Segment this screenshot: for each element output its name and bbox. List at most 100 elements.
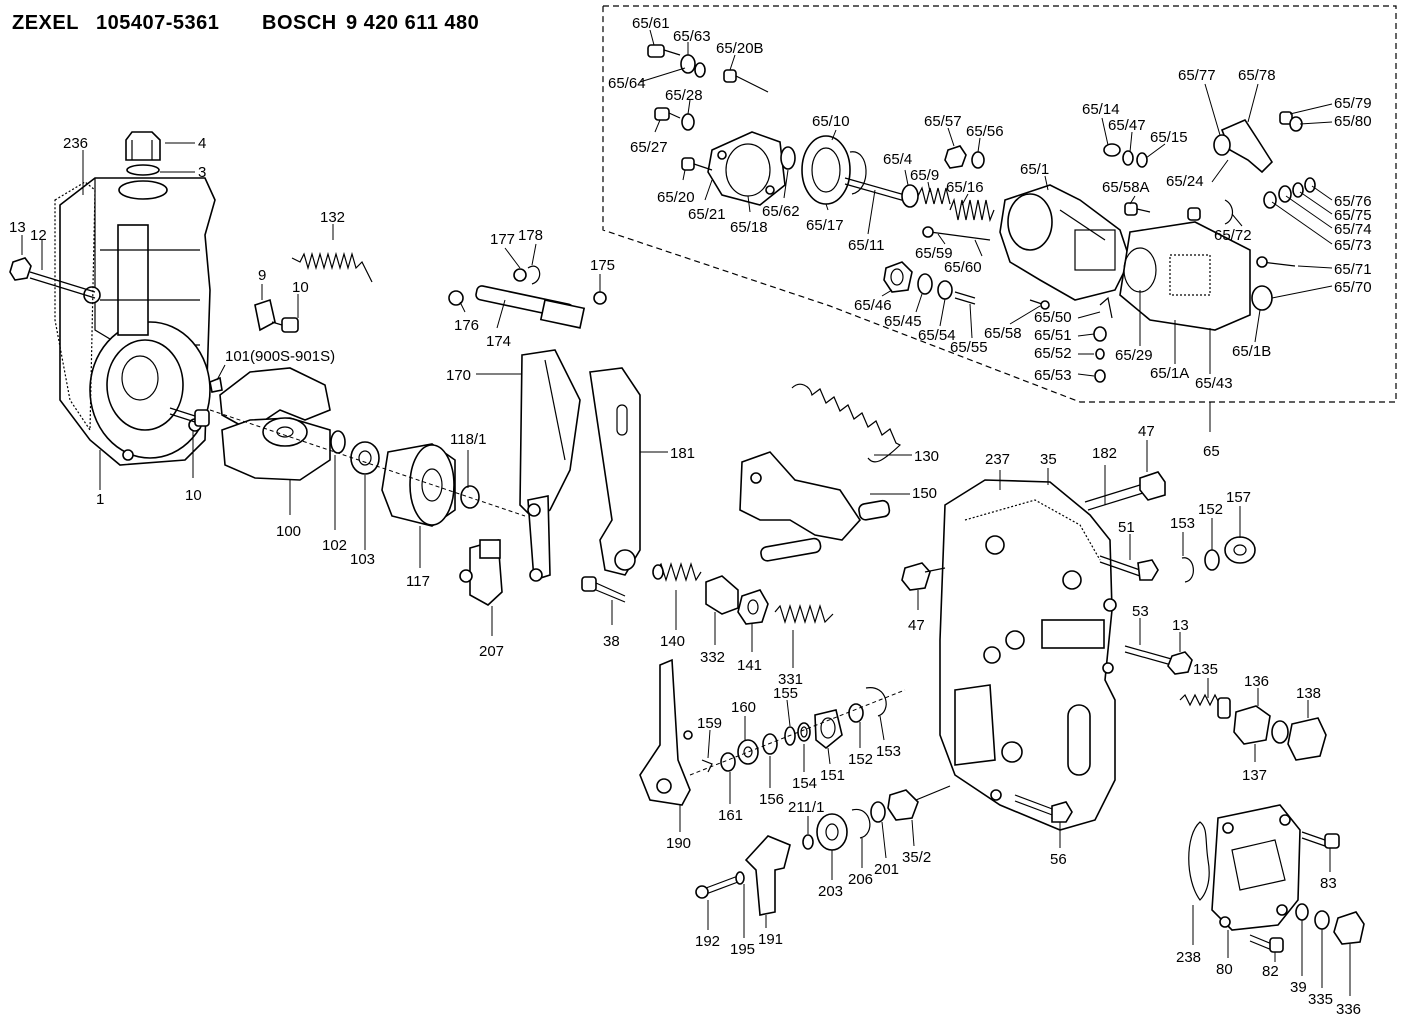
label-51: 51: [1118, 519, 1135, 536]
label-65-58A: 65/58A: [1102, 179, 1150, 196]
label-65-16: 65/16: [946, 179, 984, 196]
label-65-52: 65/52: [1034, 345, 1072, 362]
label-331: 331: [778, 671, 803, 688]
label-203: 203: [818, 883, 843, 900]
washer-65-28: [681, 113, 695, 131]
label-191: 191: [758, 931, 783, 948]
label-10-lower: 10: [185, 487, 202, 504]
label-102: 102: [322, 537, 347, 554]
label-82: 82: [1262, 963, 1279, 980]
lever-65-24: [1220, 118, 1274, 174]
washer-195: [735, 871, 745, 885]
clip-178: [527, 265, 541, 285]
label-335: 335: [1308, 991, 1333, 1008]
screw-65-58: [1029, 299, 1050, 310]
washer-65-47: [1122, 150, 1134, 166]
assembly-65-boundary: [602, 5, 1397, 403]
label-174: 174: [486, 333, 511, 350]
nut-332: [705, 575, 739, 615]
label-65-78: 65/78: [1238, 67, 1276, 84]
label-65-55: 65/55: [950, 339, 988, 356]
o-ring-201: [870, 801, 886, 823]
label-195: 195: [730, 941, 755, 958]
plug-47-lower: [901, 562, 946, 591]
label-65-70: 65/70: [1334, 279, 1372, 296]
label-65-79: 65/79: [1334, 95, 1372, 112]
tension-lever-150: [739, 451, 891, 562]
housing-oil-port: [118, 180, 168, 200]
label-152-left: 152: [848, 751, 873, 768]
label-65-73: 65/73: [1334, 237, 1372, 254]
label-141: 141: [737, 657, 762, 674]
washer-65-45: [917, 273, 933, 295]
spring-65-9: [917, 186, 951, 205]
washer-65-75: [1292, 182, 1304, 198]
screw-65-55: [954, 291, 976, 305]
label-65-28: 65/28: [665, 87, 703, 104]
label-161: 161: [718, 807, 743, 824]
lever-190: [639, 658, 693, 806]
label-159: 159: [697, 715, 722, 732]
washer-102: [330, 430, 346, 454]
label-65-58: 65/58: [984, 325, 1022, 342]
label-170: 170: [446, 367, 471, 384]
bolt-12: [29, 271, 96, 299]
label-103: 103: [350, 551, 375, 568]
label-65-4: 65/4: [883, 151, 912, 168]
label-56: 56: [1050, 851, 1067, 868]
screw-83: [1301, 831, 1340, 849]
label-237: 237: [985, 451, 1010, 468]
label-65-71: 65/71: [1334, 261, 1372, 278]
label-65-80: 65/80: [1334, 113, 1372, 130]
label-83: 83: [1320, 875, 1337, 892]
pin-159: [701, 759, 713, 773]
label-4: 4: [198, 135, 206, 152]
label-190: 190: [666, 835, 691, 852]
washer-39: [1295, 903, 1309, 921]
plug-35-2: [887, 785, 951, 821]
screw-65-27: [654, 107, 681, 121]
label-65-59: 65/59: [915, 245, 953, 262]
governor-shaft-axis: [209, 409, 526, 517]
pin-182: [1084, 484, 1144, 511]
screw-10-top: [271, 317, 299, 333]
label-65-14: 65/14: [1082, 101, 1120, 118]
label-35-2: 35/2: [902, 849, 931, 866]
ring-152-right: [1204, 549, 1220, 571]
screw-38: [581, 576, 626, 603]
washer-65-62: [780, 146, 796, 170]
nut-141: [737, 589, 769, 625]
screw-65-20: [681, 157, 713, 171]
label-13-right: 13: [1172, 617, 1189, 634]
ring-152-left: [848, 703, 864, 723]
floating-lever-170: [519, 349, 581, 582]
label-152-right: 152: [1198, 501, 1223, 518]
washer-65-51: [1093, 326, 1107, 342]
nut-65-57: [944, 145, 967, 169]
label-176: 176: [454, 317, 479, 334]
plug-4: [125, 131, 161, 161]
screw-192: [695, 875, 739, 899]
label-39: 39: [1290, 979, 1307, 996]
bushing-203: [816, 813, 848, 851]
label-332: 332: [700, 649, 725, 666]
label-65-62: 65/62: [762, 203, 800, 220]
rod-65-11: [844, 177, 906, 202]
label-65-61: 65/61: [632, 15, 670, 32]
label-1: 1: [96, 491, 104, 508]
label-53: 53: [1132, 603, 1149, 620]
housing-65-18: [707, 131, 786, 206]
cap-nut-336: [1333, 911, 1365, 945]
nut-65-15: [1136, 152, 1148, 168]
label-65: 65: [1203, 443, 1220, 460]
label-65-72: 65/72: [1214, 227, 1252, 244]
bolt-53: [1124, 645, 1176, 667]
label-65-64: 65/64: [608, 75, 646, 92]
washer-335: [1314, 910, 1330, 930]
label-177: 177: [490, 231, 515, 248]
label-65-43: 65/43: [1195, 375, 1233, 392]
governor-cover-35: [939, 479, 1117, 831]
pin-65-50: [1099, 296, 1113, 319]
header-bosch-brand: BOSCH: [262, 12, 337, 34]
label-65-63: 65/63: [673, 28, 711, 45]
